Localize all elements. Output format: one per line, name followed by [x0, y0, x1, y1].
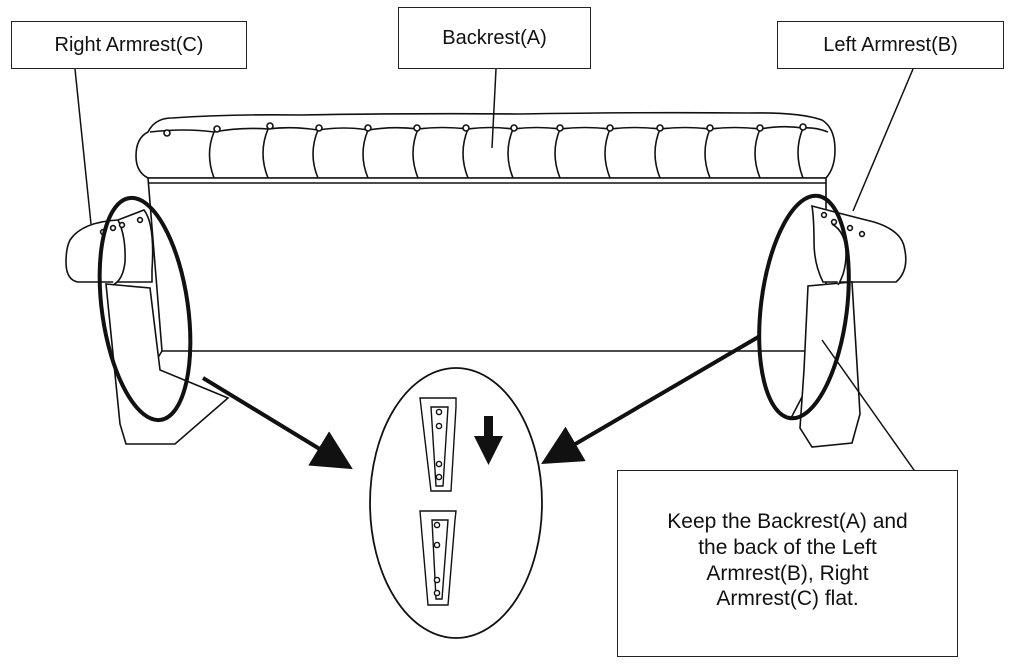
backrest-cushion	[135, 111, 836, 179]
left-armrest-joint-highlight	[757, 193, 851, 421]
left-armrest-drawing	[799, 204, 907, 448]
detail-arrows	[201, 334, 762, 470]
right-armrest-drawing	[65, 209, 230, 445]
backrest-label: Backrest(A)	[398, 7, 591, 69]
right-detail-arrow	[541, 334, 762, 465]
right-armrest-joint-highlight	[97, 195, 193, 423]
upper-bracket	[419, 397, 457, 492]
backrest-panel	[119, 177, 827, 421]
assembly-instruction-note: Keep the Backrest(A) and the back of the…	[617, 470, 958, 657]
left-detail-arrow	[201, 376, 353, 470]
right-armrest-label: Right Armrest(C)	[11, 21, 247, 69]
detail-view-ellipse	[369, 367, 543, 639]
down-arrow-icon	[474, 416, 503, 465]
lower-bracket	[419, 510, 457, 606]
bracket-detail	[369, 367, 543, 639]
left-armrest-label: Left Armrest(B)	[777, 21, 1004, 69]
